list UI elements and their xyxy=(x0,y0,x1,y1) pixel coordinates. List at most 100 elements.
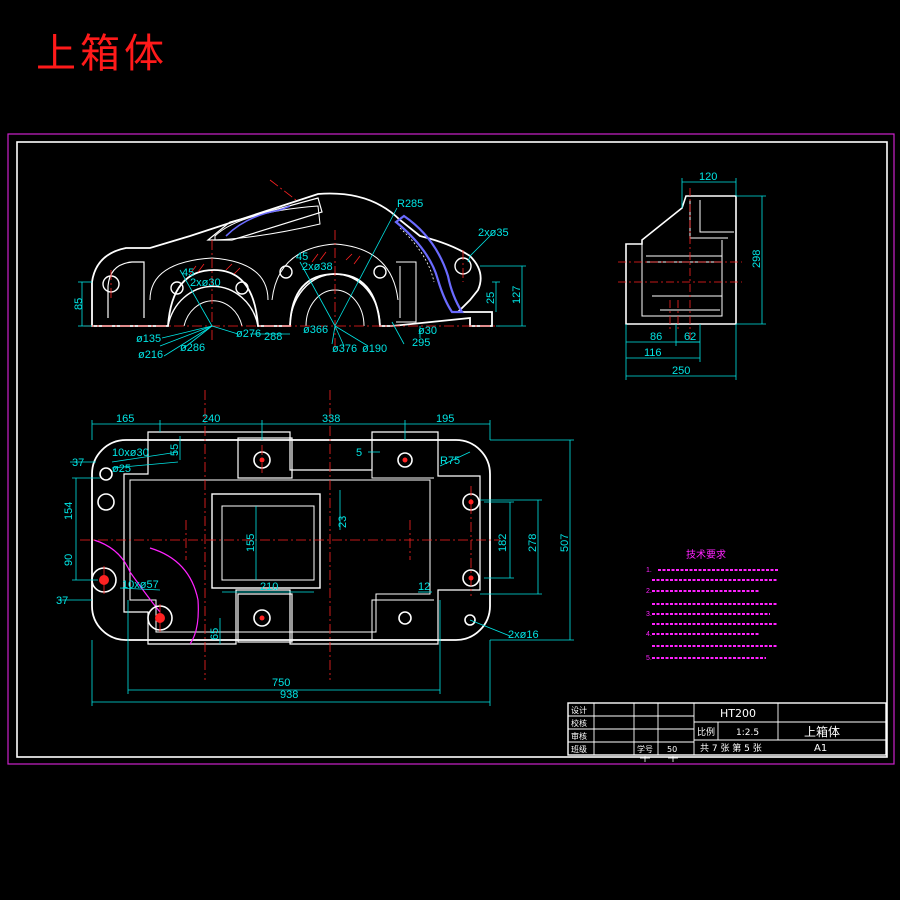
front-view-holes xyxy=(102,257,472,295)
dim-top-165: 165 xyxy=(116,413,134,425)
dim-angle-45a: 45 xyxy=(182,267,194,279)
top-view: 165 240 338 195 R75 5 37 10xø30 ø25 55 1… xyxy=(56,390,574,706)
dim-side-62: 62 xyxy=(684,331,696,343)
dim-top-240: 240 xyxy=(202,413,220,425)
dim-holes-30: 2xø30 xyxy=(190,277,221,289)
front-view-dims xyxy=(78,265,526,335)
dim-top-12: 12 xyxy=(418,581,430,593)
dim-top-938: 938 xyxy=(280,689,298,701)
top-view-centerlines xyxy=(80,390,500,680)
top-view-bearing-seat-bottom xyxy=(237,593,293,643)
dim-top-155: 155 xyxy=(245,534,257,552)
top-view-inspection-inner xyxy=(221,505,315,581)
front-view-hatching xyxy=(189,251,361,275)
top-view-bearing-seat-left xyxy=(237,437,293,479)
tb-class: 班级 xyxy=(571,744,587,754)
dim-top-holes-16: 2xø16 xyxy=(508,629,539,641)
tb-sheet-info: 共 7 张 第 5 张 xyxy=(700,742,762,754)
dim-d135: ø135 xyxy=(136,333,161,345)
front-view-bearing-right xyxy=(289,273,381,327)
dim-side-120: 120 xyxy=(699,171,717,183)
notes-line: 1. xyxy=(646,567,652,574)
tb-scale-label: 比例 xyxy=(697,726,715,738)
dim-top-5: 5 xyxy=(356,447,362,459)
top-view-hole xyxy=(464,614,476,626)
dim-top-750: 750 xyxy=(272,677,290,689)
tb-review: 审核 xyxy=(571,731,587,741)
dim-h85: 85 xyxy=(73,298,85,310)
dim-top-210: 210 xyxy=(260,581,278,593)
front-view-bearing-left-inner xyxy=(183,300,243,327)
front-view-hatch-band xyxy=(394,214,464,314)
dim-top-195: 195 xyxy=(436,413,454,425)
dim-h127: 127 xyxy=(511,286,523,304)
dim-d216: ø216 xyxy=(138,349,163,361)
dim-top-278: 278 xyxy=(527,534,539,552)
tb-designer: 设计 xyxy=(571,705,587,715)
front-view-hole xyxy=(170,281,184,295)
notes-line: 2. xyxy=(646,588,652,595)
top-view-cavity xyxy=(129,479,431,633)
front-view-bearing-left xyxy=(167,285,259,327)
dim-d30b: ø30 xyxy=(418,325,437,337)
dim-top-holes-57: 10xø57 xyxy=(122,579,159,591)
tb-part-name: 上箱体 xyxy=(804,724,840,739)
dim-top-182: 182 xyxy=(497,534,509,552)
dim-holes-38: 2xø38 xyxy=(302,261,333,273)
title-block: 设计 校核 审核 班级 学号 50 HT200 比例 1:2.5 上箱体 共 7… xyxy=(567,702,887,762)
tb-sheet-size: A1 xyxy=(814,743,827,754)
tb-material: HT200 xyxy=(720,707,756,720)
dim-d376: ø376 xyxy=(332,343,357,355)
dim-d276: ø276 xyxy=(236,328,261,340)
top-view-curve-b xyxy=(149,547,199,645)
dim-side-86: 86 xyxy=(650,331,662,343)
tb-number-value: 50 xyxy=(667,745,677,754)
dim-top-37a: 37 xyxy=(72,457,84,469)
dim-side-116: 116 xyxy=(644,347,662,359)
dim-w295: 295 xyxy=(412,337,430,349)
dim-h25: 25 xyxy=(485,292,497,304)
top-view-hole xyxy=(397,452,413,468)
front-view-hole xyxy=(373,265,387,279)
top-view-inner-flange xyxy=(123,431,481,645)
top-view-hole xyxy=(398,611,412,625)
front-view-outline xyxy=(91,192,493,327)
dim-top-90: 90 xyxy=(63,554,75,566)
front-view-inner-wall xyxy=(107,261,145,318)
dim-d190: ø190 xyxy=(362,343,387,355)
dim-288: 288 xyxy=(264,331,282,343)
dim-top-37b: 37 xyxy=(56,595,68,607)
dim-top-65: 65 xyxy=(209,628,221,640)
dim-top-507: 507 xyxy=(559,534,571,552)
notes-lines: 1.2.3.4.5. xyxy=(646,567,652,662)
page-title: 上箱体 xyxy=(36,31,168,77)
dim-top-23: 23 xyxy=(337,516,349,528)
dim-holes-35: 2xø35 xyxy=(478,227,509,239)
top-view-dims xyxy=(60,420,574,706)
technical-notes: 技术要求 1.2.3.4.5. xyxy=(646,548,778,662)
top-view-curve-a xyxy=(93,539,161,613)
front-view-hole xyxy=(235,281,249,295)
outer-frame xyxy=(7,133,895,765)
front-view-leaders xyxy=(159,207,493,357)
inner-frame xyxy=(16,141,888,758)
front-view: R285 2xø35 2xø38 45 45 2xø30 ø366 ø30 29… xyxy=(73,179,526,361)
front-view-centerlines xyxy=(84,179,500,350)
dim-top-154: 154 xyxy=(63,502,75,520)
notes-line: 4. xyxy=(646,631,652,638)
top-view-hole xyxy=(99,467,113,481)
notes-scribbles xyxy=(652,569,778,659)
dim-side-298: 298 xyxy=(751,250,763,268)
dim-top-hole-25: ø25 xyxy=(112,463,131,475)
tb-number-label: 学号 xyxy=(637,744,653,754)
front-view-inspection-cover xyxy=(214,205,321,241)
notes-line: 5. xyxy=(646,655,652,662)
dim-top-r75: R75 xyxy=(440,455,460,467)
dim-top-55: 55 xyxy=(169,444,181,456)
front-view-hatch-left xyxy=(225,205,291,237)
dim-top-holes-30: 10xø30 xyxy=(112,447,149,459)
dim-d366: ø366 xyxy=(303,324,328,336)
front-view-hole xyxy=(279,265,293,279)
notes-heading: 技术要求 xyxy=(686,548,726,561)
